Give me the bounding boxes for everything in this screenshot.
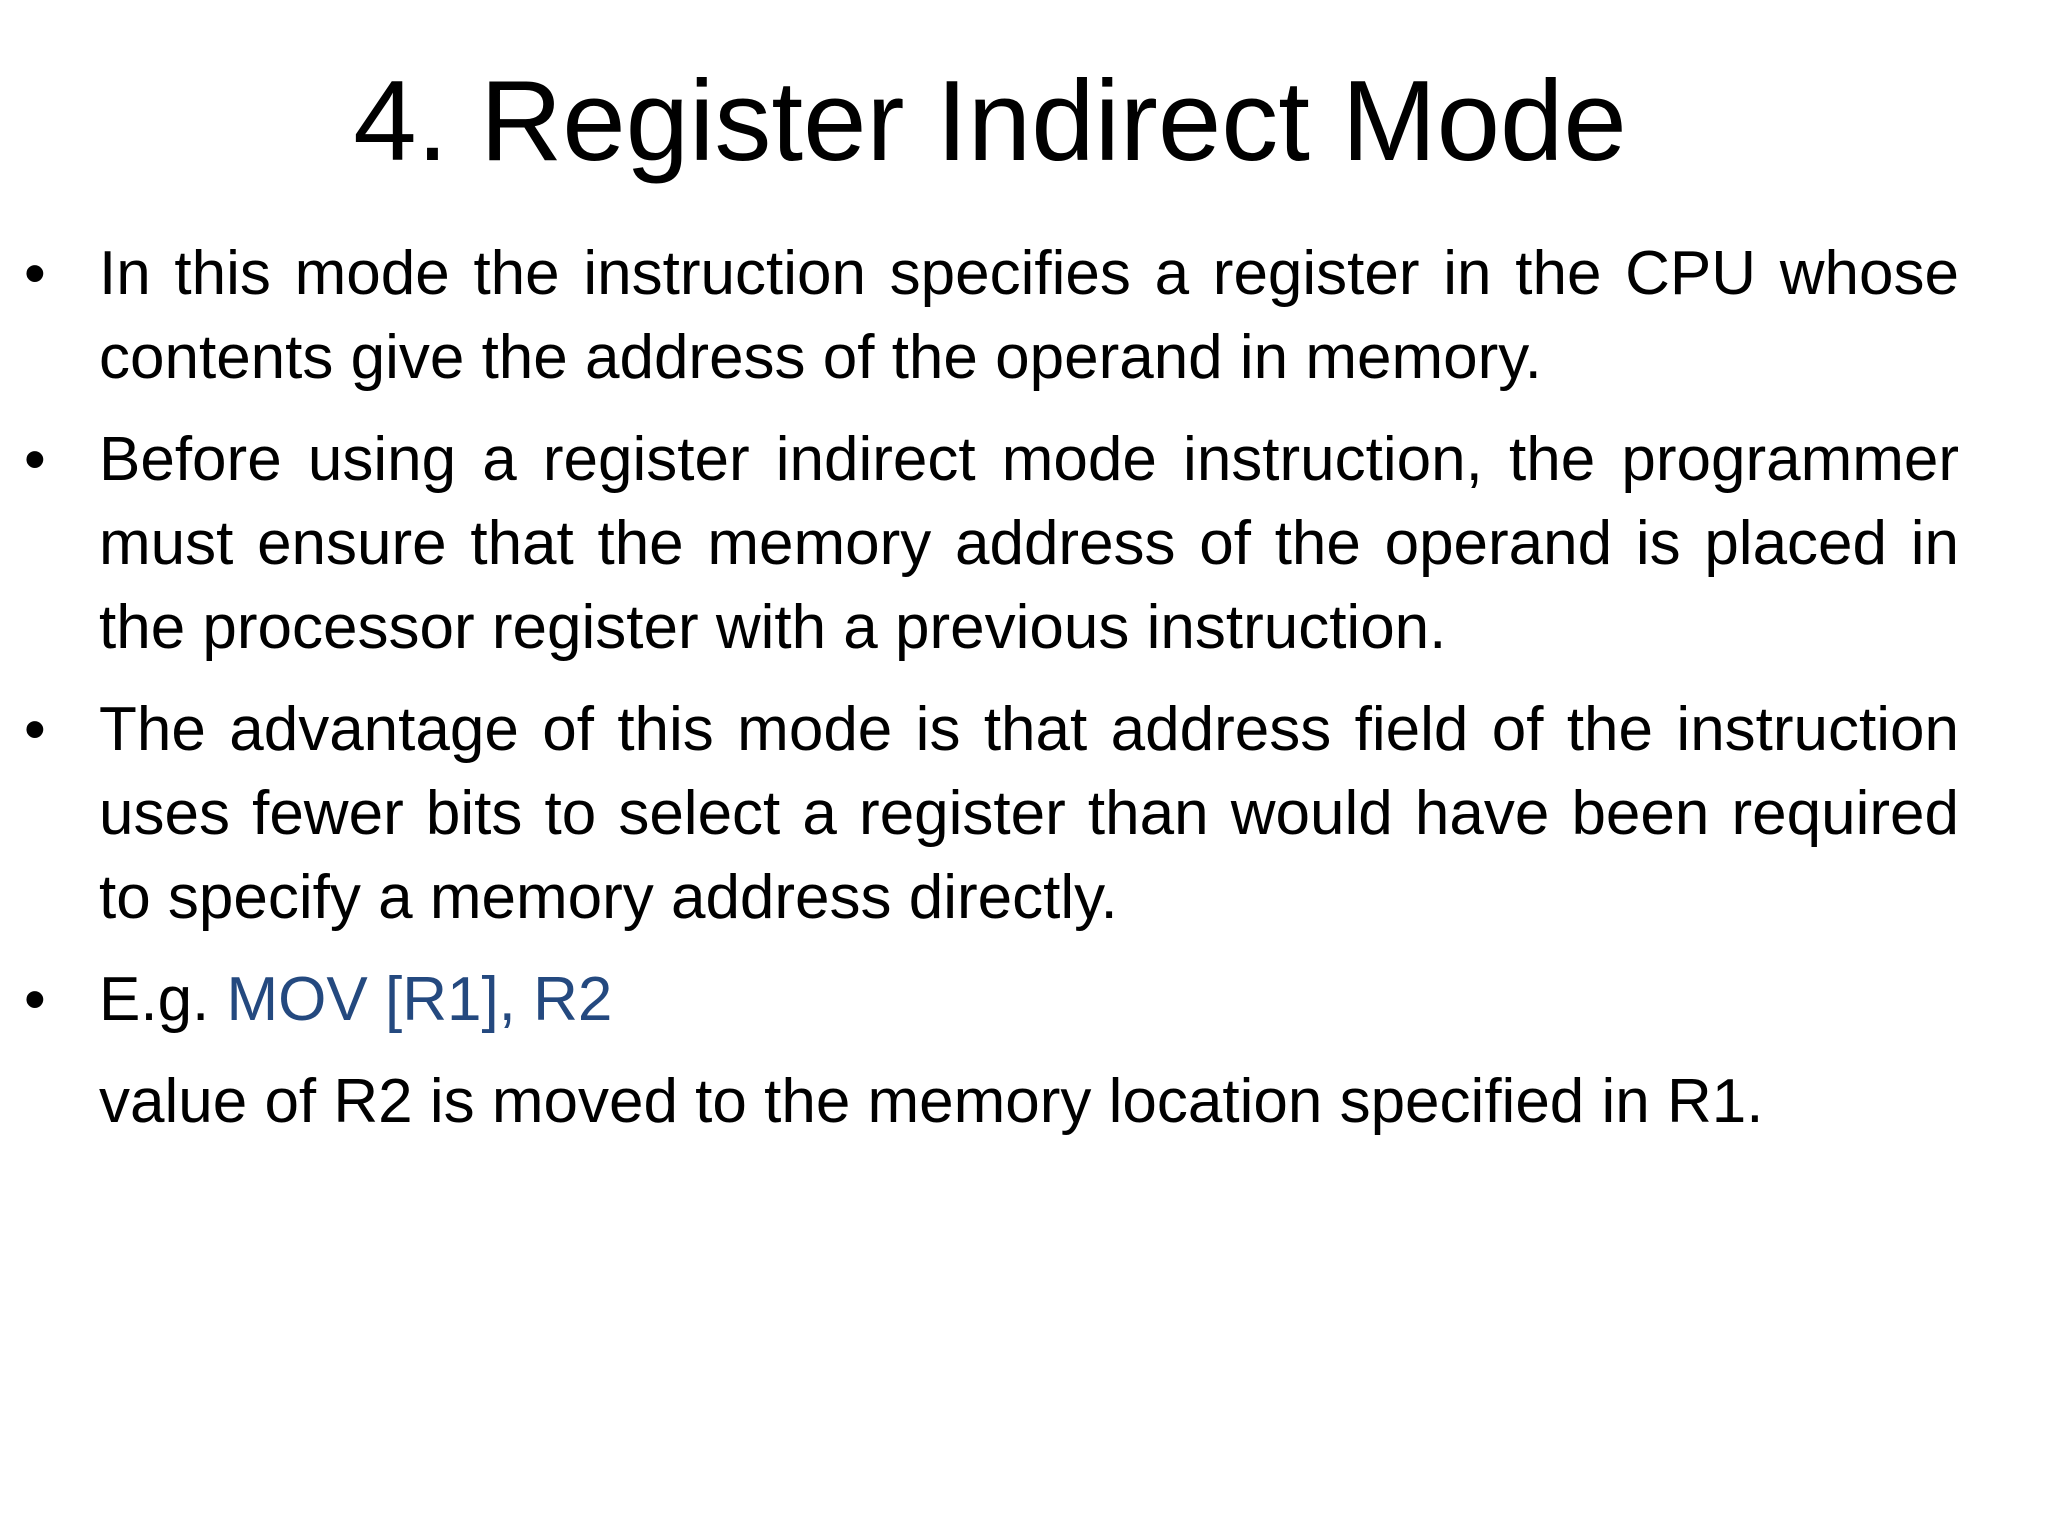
example-prefix: E.g. [99, 965, 227, 1034]
example-code: MOV [R1], R2 [226, 965, 613, 1034]
example-explanation: value of R2 is moved to the memory locat… [99, 1067, 1764, 1136]
bullet-item: • Before using a register indirect mode … [0, 418, 2048, 670]
bullet-marker: • [24, 695, 46, 764]
bullet-item: • The advantage of this mode is that add… [0, 688, 2048, 940]
slide-title: 4. Register Indirect Mode [353, 58, 1627, 185]
bullet-text: In this mode the instruction specifies a… [99, 239, 1959, 392]
example-bullet: • E.g. MOV [R1], R2 [0, 958, 2048, 1042]
bullet-marker: • [24, 239, 46, 308]
slide-content: • In this mode the instruction specifies… [0, 232, 2048, 1144]
bullet-text: Before using a register indirect mode in… [99, 425, 1959, 662]
bullet-marker: • [24, 965, 46, 1034]
bullet-text: The advantage of this mode is that addre… [99, 695, 1959, 932]
bullet-item: • In this mode the instruction specifies… [0, 232, 2048, 400]
example-line: E.g. MOV [R1], R2 [99, 958, 1959, 1042]
bullet-marker: • [24, 425, 46, 494]
